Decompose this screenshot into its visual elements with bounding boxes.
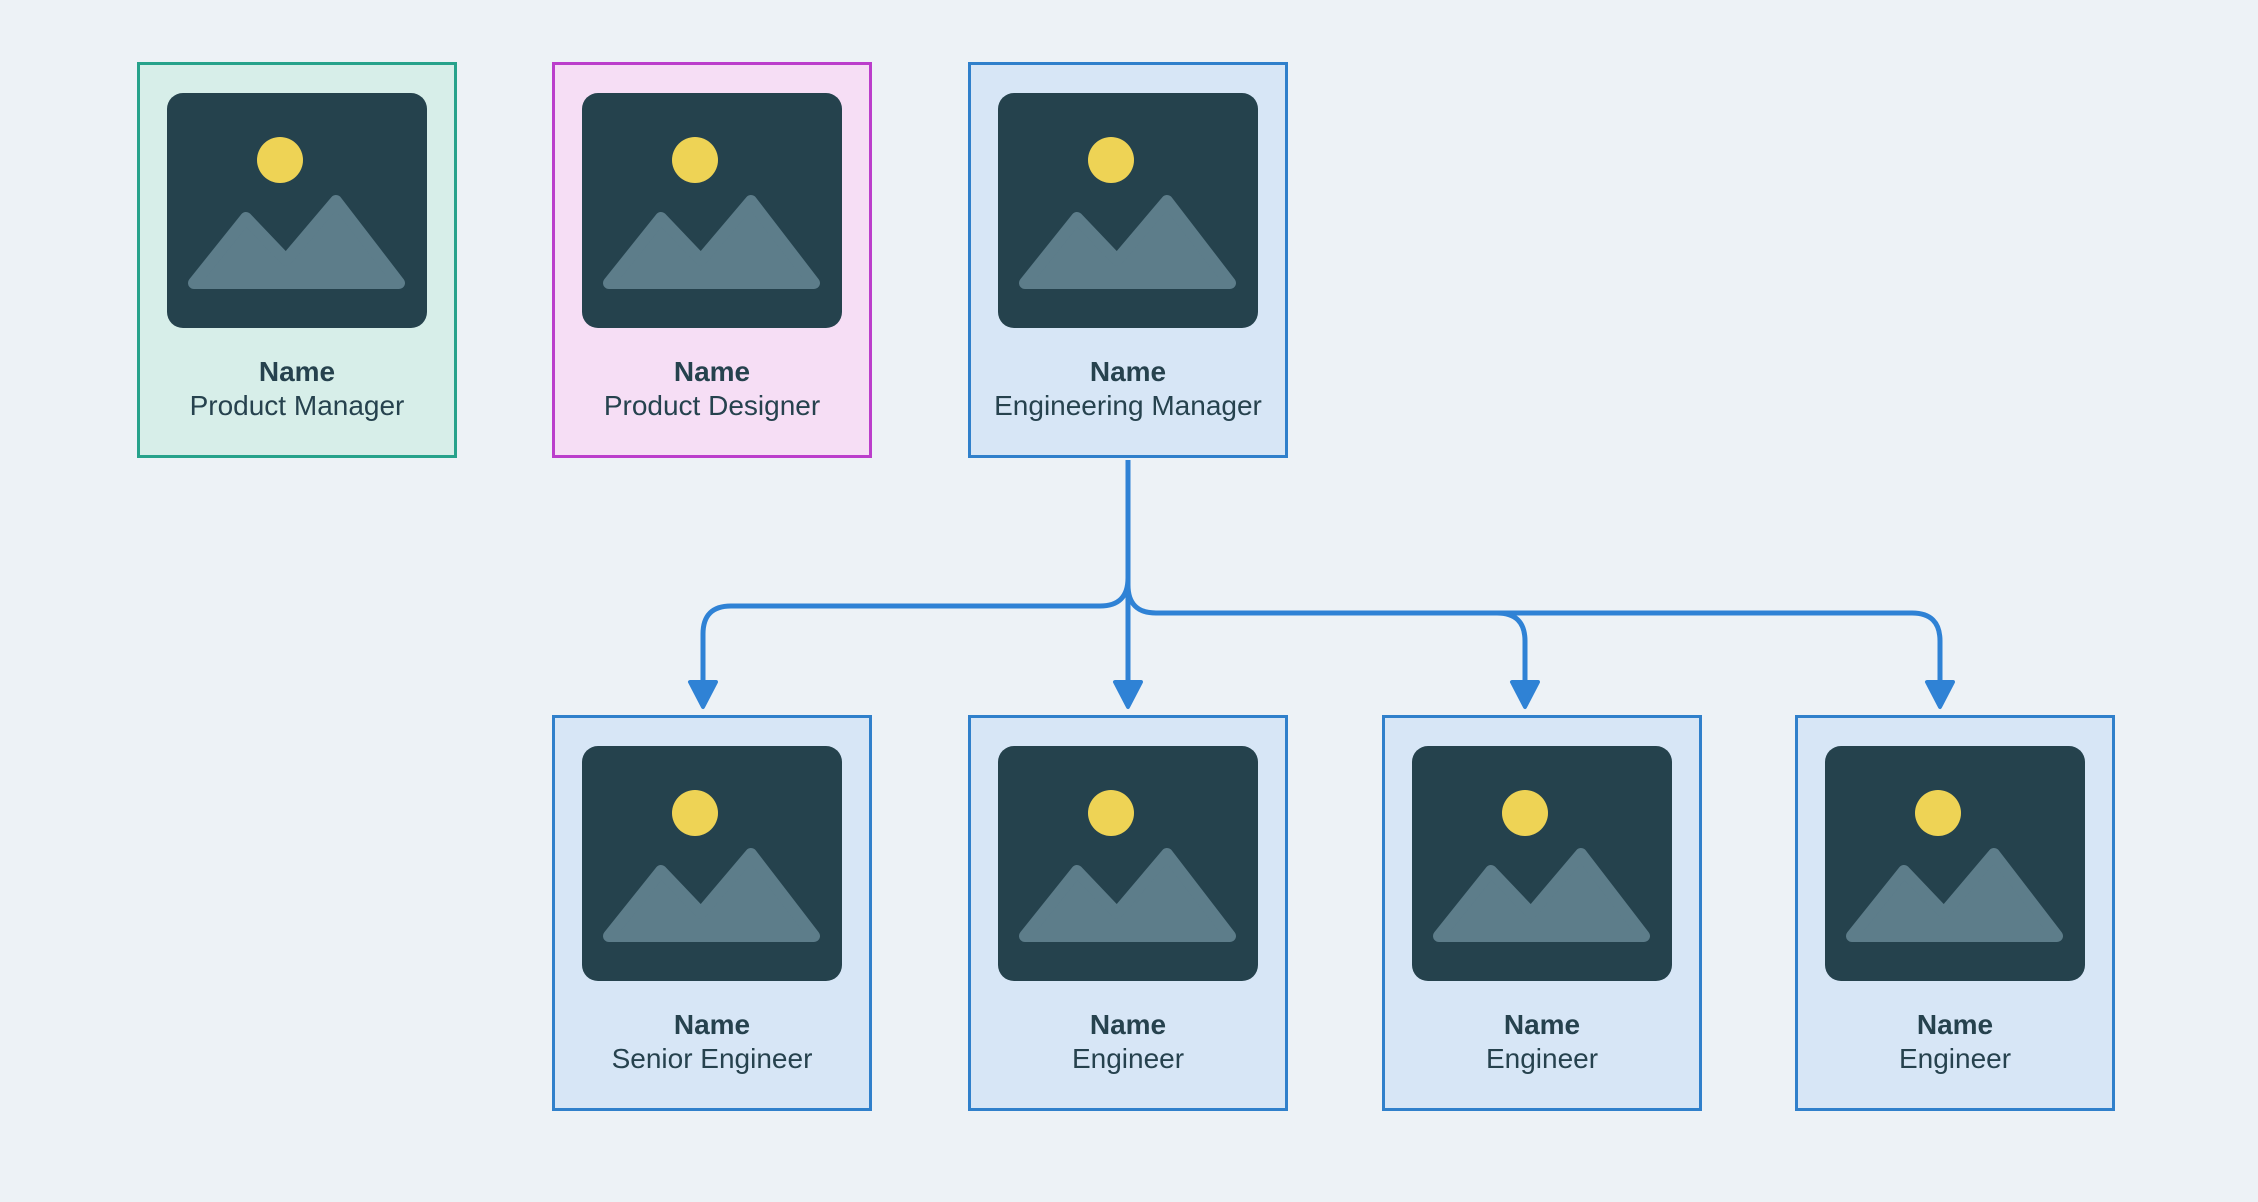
arrowhead-icon: [1113, 680, 1143, 709]
card-name: Name: [1916, 1009, 1994, 1040]
card-role: Engineer: [1898, 1043, 2012, 1074]
card-role: Engineer: [1485, 1043, 1599, 1074]
card-name: Name: [673, 1009, 751, 1040]
card-role: Engineering Manager: [994, 390, 1262, 421]
card-name: Name: [1089, 356, 1167, 387]
arrowhead-icon: [1510, 680, 1540, 709]
org-card-engineering-manager[interactable]: Name Engineering Manager: [968, 62, 1288, 458]
image-placeholder-icon: [998, 93, 1258, 328]
card-name: Name: [673, 356, 751, 387]
org-card-senior-engineer[interactable]: Name Senior Engineer: [552, 715, 872, 1111]
connector-edge-right: [1125, 584, 1943, 686]
card-name: Name: [1089, 1009, 1167, 1040]
org-card-engineer-2[interactable]: Name Engineer: [1382, 715, 1702, 1111]
image-placeholder-icon: [1412, 746, 1672, 981]
image-placeholder-icon: [1825, 746, 2085, 981]
arrowhead-icon: [688, 680, 718, 709]
org-card-product-designer[interactable]: Name Product Designer: [552, 62, 872, 458]
image-placeholder-icon: [582, 746, 842, 981]
org-card-engineer-1[interactable]: Name Engineer: [968, 715, 1288, 1111]
arrowhead-icon: [1925, 680, 1955, 709]
card-name: Name: [1503, 1009, 1581, 1040]
card-role: Senior Engineer: [611, 1043, 813, 1074]
card-role: Engineer: [1071, 1043, 1185, 1074]
image-placeholder-icon: [998, 746, 1258, 981]
org-card-engineer-3[interactable]: Name Engineer: [1795, 715, 2115, 1111]
image-placeholder-icon: [167, 93, 427, 328]
card-name: Name: [258, 356, 336, 387]
card-role: Product Manager: [189, 390, 405, 421]
card-role: Product Designer: [603, 390, 821, 421]
org-card-product-manager[interactable]: Name Product Manager: [137, 62, 457, 458]
image-placeholder-icon: [582, 93, 842, 328]
connector-edge-mid-right: [1496, 610, 1528, 686]
connector-edge-left: [700, 577, 1131, 686]
